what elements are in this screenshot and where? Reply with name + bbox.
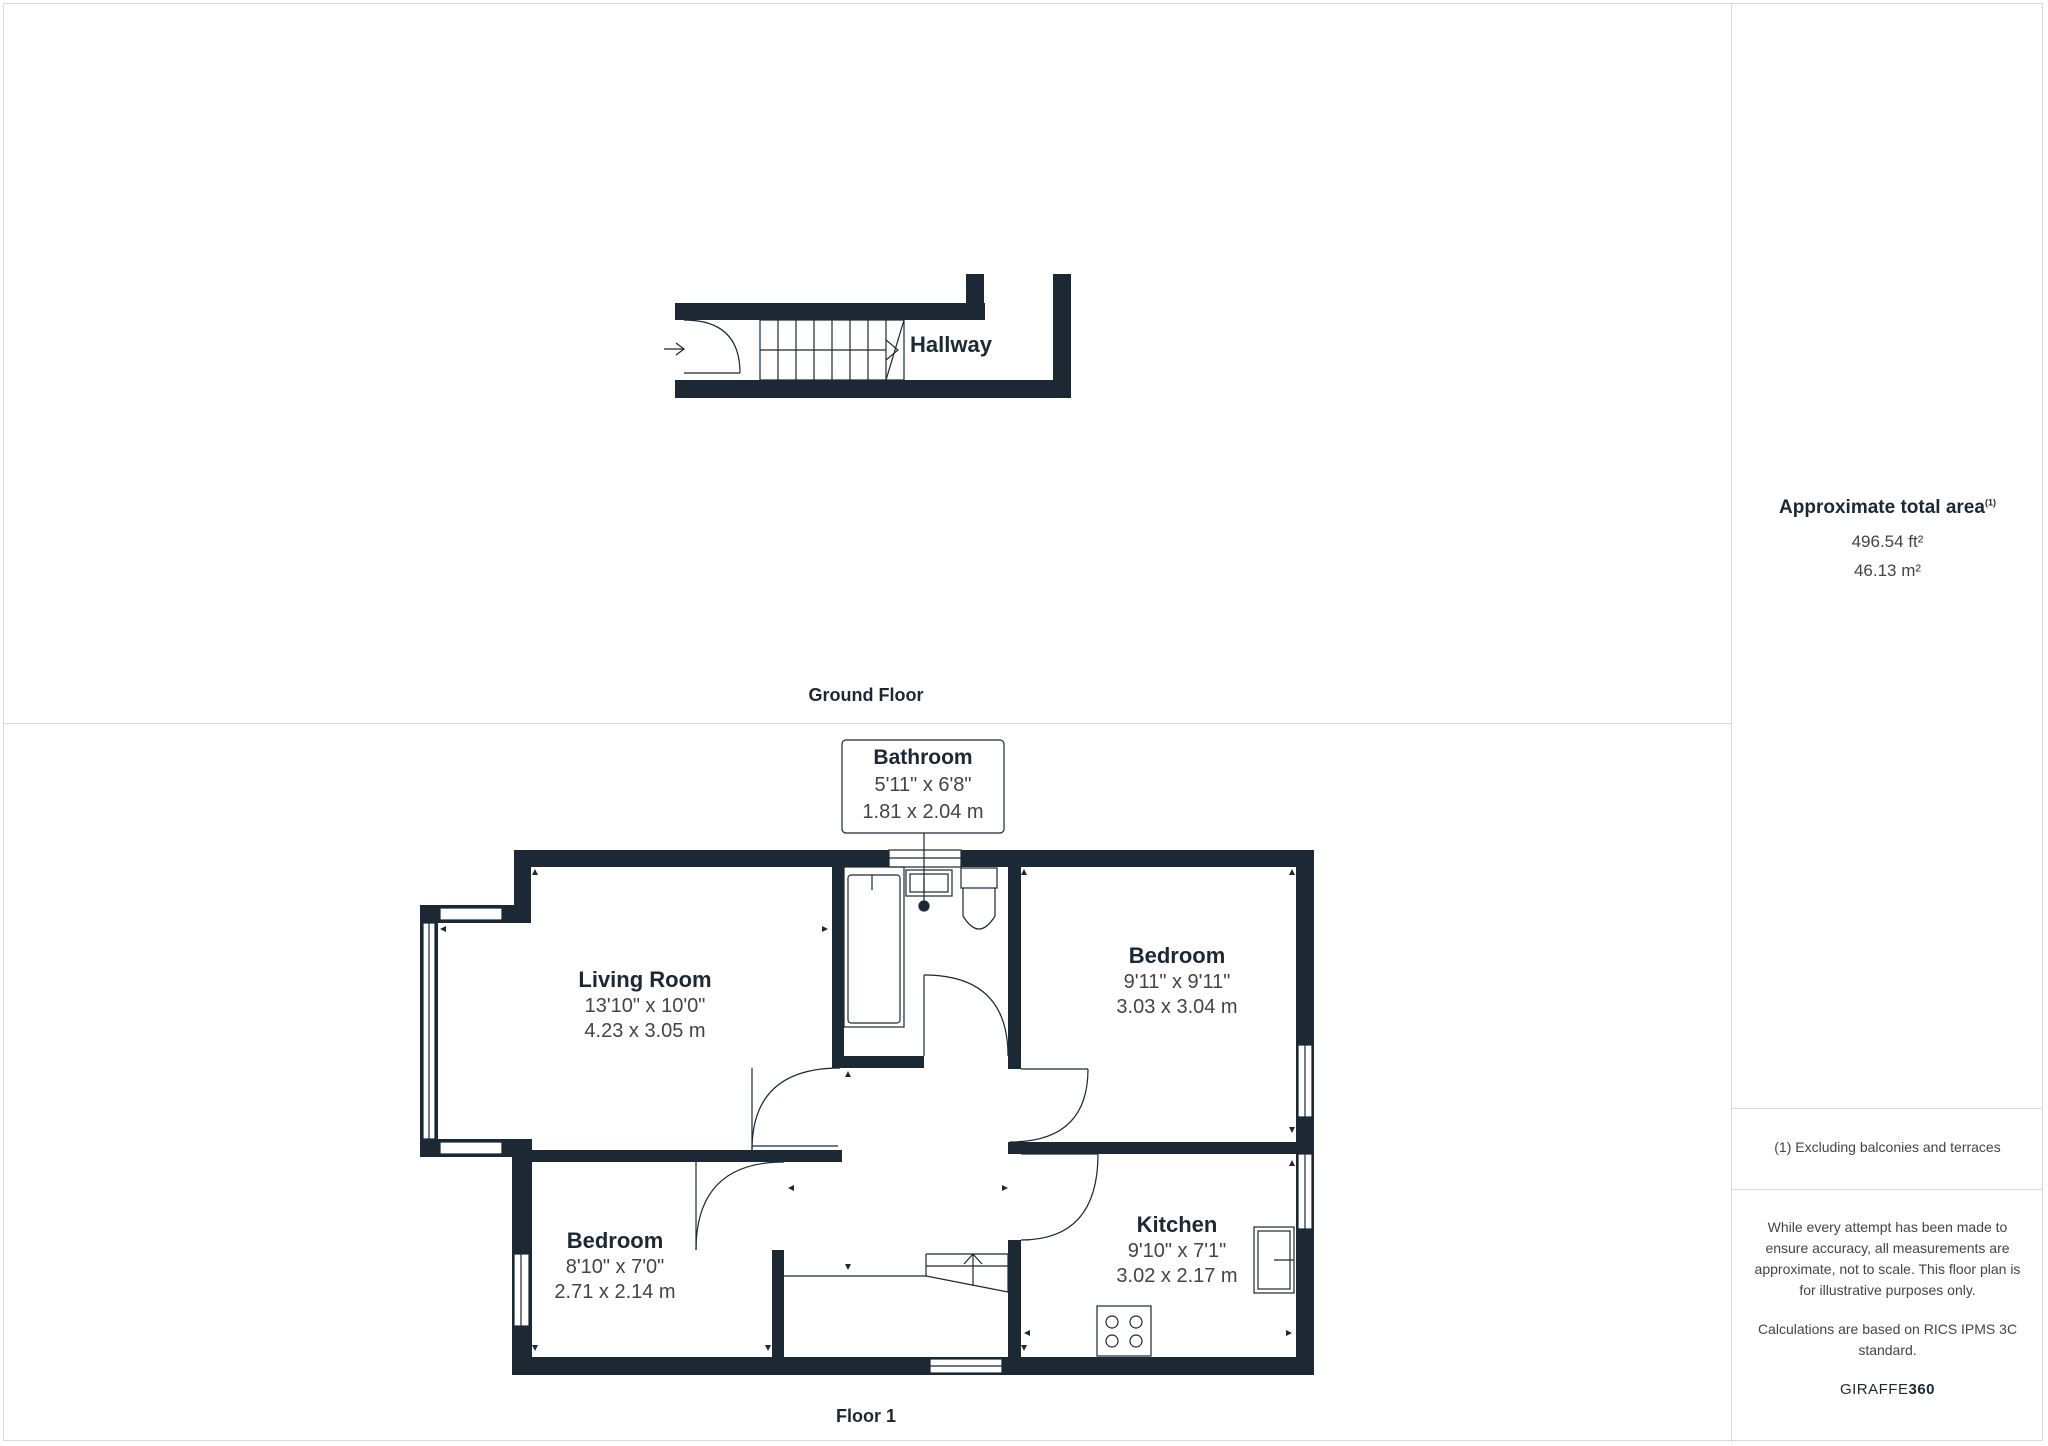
side-divider-top xyxy=(1732,1108,2043,1109)
room-bedroom-2: Bedroom 8'10" x 7'0" 2.71 x 2.14 m xyxy=(510,1227,720,1305)
room-name: Kitchen xyxy=(1136,1212,1218,1237)
bathroom-label-box xyxy=(841,739,1005,834)
door-swing xyxy=(683,319,741,374)
wash-basin xyxy=(905,869,953,897)
room-name: Bedroom xyxy=(566,1228,664,1253)
toilet-bowl xyxy=(962,888,996,930)
wall-kitchen-left xyxy=(1008,1240,1021,1375)
room-bathroom: Bathroom 5'11" x 6'8" 1.81 x 2.04 m xyxy=(842,744,1004,826)
room-dimensions-metric: 1.81 x 2.04 m xyxy=(862,801,984,823)
door-swing xyxy=(695,1161,785,1251)
total-area-footnote-ref: (1) xyxy=(1984,497,1996,508)
wall-kitchen-top xyxy=(1008,1142,1314,1154)
room-name: Bathroom xyxy=(873,746,973,769)
room-label-hallway: Hallway xyxy=(910,332,992,357)
dimension-markers xyxy=(440,869,1295,1351)
room-dimensions-metric: 2.71 x 2.14 m xyxy=(554,1281,676,1303)
total-area-title-text: Approximate total area xyxy=(1779,497,1985,518)
room-dimensions-imperial: 13'10" x 10'0" xyxy=(584,995,706,1017)
floor1-fixtures xyxy=(695,833,1295,1357)
door-swing xyxy=(751,1067,841,1151)
room-dimensions-metric: 4.23 x 3.05 m xyxy=(584,1020,706,1042)
floor1-label: Floor 1 xyxy=(835,1406,896,1426)
wall xyxy=(675,380,1071,398)
total-area-metric: 46.13 m² xyxy=(1853,561,1922,580)
stair-direction-arrow xyxy=(885,339,899,361)
toilet-cistern xyxy=(960,867,998,889)
floor1-windows xyxy=(422,849,1313,1374)
calculation-note: Calculations are based on RICS IPMS 3C s… xyxy=(1757,1321,2018,1358)
room-kitchen: Kitchen 9'10" x 7'1" 3.02 x 2.17 m xyxy=(1072,1211,1282,1289)
hob xyxy=(1096,1305,1152,1357)
floor-divider xyxy=(3,723,1732,724)
wall-bottom xyxy=(512,1357,1314,1375)
wall-bedroom-left xyxy=(1008,867,1021,1069)
room-dimensions-imperial: 5'11" x 6'8" xyxy=(874,774,972,796)
room-name: Bedroom xyxy=(1128,943,1226,968)
room-dimensions-metric: 3.03 x 3.04 m xyxy=(1116,996,1238,1018)
wall xyxy=(966,274,984,320)
room-living-room: Living Room 13'10" x 10'0" 4.23 x 3.05 m xyxy=(540,966,750,1044)
brand-number: 360 xyxy=(1908,1381,1936,1398)
room-dimensions-imperial: 9'11" x 9'11" xyxy=(1123,971,1231,993)
room-dimensions-imperial: 8'10" x 7'0" xyxy=(565,1256,665,1278)
stair-direction-arrow xyxy=(963,1253,983,1265)
wall xyxy=(675,303,985,320)
wall-bath-left xyxy=(832,867,844,1068)
brand-name: GIRAFFE xyxy=(1839,1381,1909,1398)
page-frame xyxy=(3,3,2043,1441)
entry-arrow-head xyxy=(675,342,685,356)
ground-floor-plan xyxy=(675,274,1071,398)
room-name: Living Room xyxy=(578,967,712,992)
disclaimer: While every attempt has been made to ens… xyxy=(1754,1219,2021,1298)
stair-top xyxy=(925,1253,1009,1293)
room-dimensions-imperial: 9'10" x 7'1" xyxy=(1127,1240,1227,1262)
footnote: (1) Excluding balconies and terraces xyxy=(1774,1139,2001,1155)
bathroom-leader-dot xyxy=(918,900,930,912)
door-swing xyxy=(923,974,1009,1057)
wall-bedroom2-right xyxy=(772,1250,784,1375)
window xyxy=(439,907,503,921)
bathtub-inner xyxy=(847,874,901,1024)
side-divider-bottom xyxy=(1732,1189,2043,1190)
ground-floor-label: Ground Floor xyxy=(808,685,924,705)
total-area-title: Approximate total area(1) xyxy=(1732,497,2043,519)
door-swing xyxy=(1020,1153,1099,1241)
door-swing xyxy=(1009,1068,1089,1143)
brand-logo: GIRAFFE360 xyxy=(1732,1381,2043,1398)
room-dimensions-metric: 3.02 x 2.17 m xyxy=(1116,1265,1238,1287)
wall xyxy=(1053,274,1071,398)
wall-bath-bottom xyxy=(832,1056,924,1068)
room-bedroom-1: Bedroom 9'11" x 9'11" 3.03 x 3.04 m xyxy=(1072,942,1282,1020)
wall-living-bottom xyxy=(532,1150,842,1162)
ground-floor-details xyxy=(664,319,905,381)
window xyxy=(439,1141,503,1155)
wall-left-upper xyxy=(514,850,531,923)
total-area-imperial: 496.54 ft² xyxy=(1851,532,1924,551)
bathtub xyxy=(843,866,905,1028)
